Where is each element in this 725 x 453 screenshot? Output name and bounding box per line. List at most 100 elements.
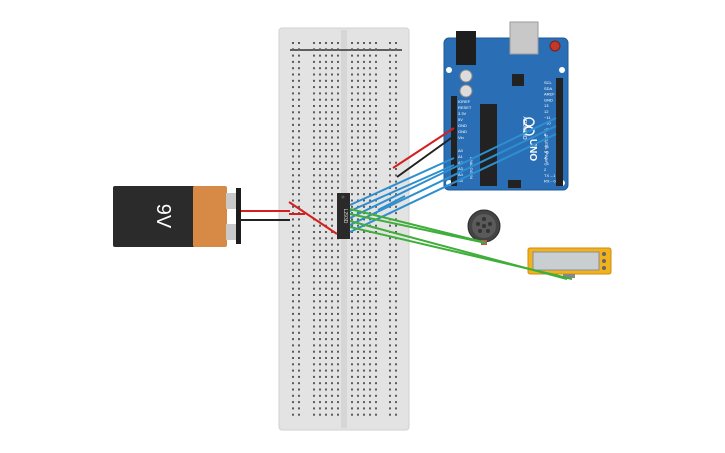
- breadboard-hole: [351, 237, 353, 240]
- breadboard-hole: [369, 281, 371, 284]
- breadboard-hole: [369, 331, 371, 334]
- breadboard-hole: [375, 344, 377, 347]
- breadboard-hole: [319, 249, 321, 252]
- breadboard-hole: [395, 79, 397, 82]
- breadboard-hole: [298, 79, 300, 82]
- wire-5v[interactable]: [392, 127, 455, 169]
- breadboard-hole: [375, 350, 377, 353]
- breadboard-hole: [363, 325, 365, 328]
- breadboard-hole: [313, 130, 315, 133]
- breadboard-hole: [337, 136, 339, 139]
- breadboard-hole: [369, 92, 371, 95]
- breadboard-hole: [357, 98, 359, 101]
- breadboard-hole: [369, 180, 371, 183]
- breadboard-hole: [298, 268, 300, 271]
- wire-a1[interactable]: [349, 164, 455, 212]
- wire-speaker-2[interactable]: [349, 213, 487, 244]
- breadboard-hole: [313, 79, 315, 82]
- breadboard-hole: [395, 174, 397, 177]
- breadboard-hole: [325, 149, 327, 152]
- wire-vcc[interactable]: [288, 201, 338, 235]
- breadboard-hole: [363, 249, 365, 252]
- breadboard-hole: [313, 407, 315, 410]
- breadboard-hole: [292, 231, 294, 233]
- breadboard-hole: [375, 319, 377, 322]
- breadboard-hole: [331, 79, 333, 82]
- arduino-wires[interactable]: [288, 117, 557, 235]
- breadboard-hole: [292, 224, 294, 227]
- breadboard-hole: [369, 42, 371, 44]
- wire-sensor-2[interactable]: [349, 226, 573, 280]
- breadboard-hole: [395, 401, 397, 404]
- breadboard-hole: [351, 67, 353, 70]
- breadboard-hole: [395, 105, 397, 107]
- breadboard-hole: [298, 199, 300, 202]
- breadboard-hole: [369, 369, 371, 372]
- breadboard-hole: [319, 287, 321, 290]
- breadboard-hole: [325, 212, 327, 215]
- sensor-module[interactable]: [527, 247, 612, 278]
- breadboard-hole: [298, 92, 300, 95]
- wire-d10[interactable]: [349, 125, 557, 226]
- breadboard-hole: [313, 231, 315, 233]
- breadboard-hole: [292, 394, 294, 397]
- breadboard-hole: [389, 42, 391, 44]
- pin-label: 4: [544, 155, 547, 160]
- breadboard-hole: [351, 306, 353, 309]
- wire-d9[interactable]: [349, 133, 557, 233]
- breadboard-hole: [395, 205, 397, 208]
- breadboard-hole: [319, 92, 321, 95]
- breadboard-hole: [331, 231, 333, 233]
- pin-label: GND: [458, 123, 467, 128]
- breadboard-hole: [325, 42, 327, 44]
- breadboard-hole: [319, 394, 321, 397]
- breadboard-hole: [357, 60, 359, 63]
- breadboard-hole: [363, 369, 365, 372]
- green-wires[interactable]: [349, 208, 573, 280]
- wire-speaker-1[interactable]: [349, 208, 484, 243]
- speaker[interactable]: [467, 209, 501, 245]
- breadboard-hole: [319, 149, 321, 152]
- battery-9v[interactable]: 9V: [113, 186, 241, 247]
- breadboard-hole: [325, 73, 327, 76]
- breadboard-hole: [325, 199, 327, 202]
- breadboard-hole: [313, 67, 315, 70]
- breadboard-hole: [331, 256, 333, 259]
- breadboard-hole: [292, 136, 294, 139]
- breadboard-hole: [363, 338, 365, 341]
- wire-gnd[interactable]: [396, 135, 455, 178]
- breadboard-hole: [331, 388, 333, 391]
- breadboard-hole: [375, 331, 377, 334]
- breadboard-hole: [395, 256, 397, 259]
- pin-label: ~3: [544, 161, 549, 166]
- breadboard-hole: [395, 48, 397, 51]
- wire-a0[interactable]: [349, 157, 455, 206]
- breadboard-hole: [313, 212, 315, 215]
- breadboard-hole: [292, 155, 294, 158]
- breadboard-hole: [357, 281, 359, 284]
- breadboard-hole: [363, 180, 365, 183]
- breadboard-hole: [319, 319, 321, 322]
- breadboard-hole: [313, 168, 315, 170]
- breadboard-hole: [325, 350, 327, 353]
- breadboard-hole: [337, 401, 339, 404]
- breadboard-hole: [325, 60, 327, 63]
- wire-d11[interactable]: [349, 117, 557, 219]
- breadboard-hole: [337, 180, 339, 183]
- breadboard-hole: [395, 319, 397, 322]
- breadboard-hole: [331, 401, 333, 404]
- breadboard-hole: [357, 338, 359, 341]
- ic-chip[interactable]: L293D: [337, 193, 350, 239]
- breadboard-hole: [357, 73, 359, 76]
- breadboard-hole: [369, 86, 371, 89]
- breadboard-hole: [331, 413, 333, 416]
- breadboard-hole: [292, 42, 294, 44]
- breadboard-hole: [313, 54, 315, 57]
- breadboard-hole: [395, 344, 397, 347]
- reset-button[interactable]: [549, 40, 561, 52]
- breadboard-hole: [298, 388, 300, 391]
- breadboard-hole: [375, 180, 377, 183]
- breadboard-hole: [357, 300, 359, 303]
- breadboard-hole: [325, 294, 327, 296]
